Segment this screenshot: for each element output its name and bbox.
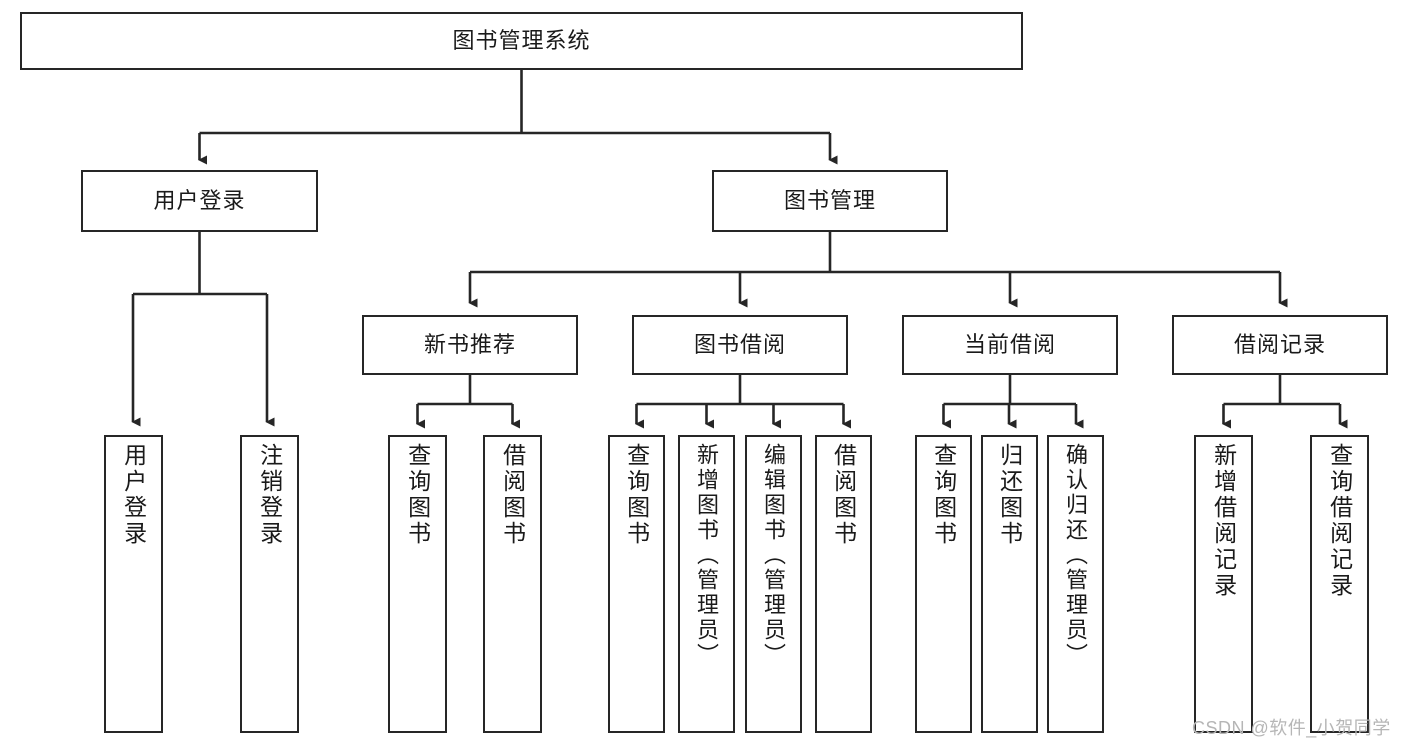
leaf-borrow-query-book[interactable]: 查询图书 bbox=[608, 435, 665, 733]
node-label: 注销登录 bbox=[256, 443, 283, 547]
node-label: 查询图书 bbox=[930, 443, 957, 547]
node-label: 当前借阅 bbox=[963, 332, 1056, 358]
leaf-record-add-record[interactable]: 新增借阅记录 bbox=[1194, 435, 1253, 733]
node-book-borrow[interactable]: 图书借阅 bbox=[632, 315, 848, 375]
node-label: 借阅图书 bbox=[499, 443, 526, 547]
node-label: 新增图书（管理员） bbox=[694, 443, 720, 668]
leaf-current-query-book[interactable]: 查询图书 bbox=[915, 435, 972, 733]
leaf-current-return-book[interactable]: 归还图书 bbox=[981, 435, 1038, 733]
node-label: 确认归还（管理员） bbox=[1063, 443, 1089, 668]
node-label: 借阅记录 bbox=[1233, 332, 1326, 358]
leaf-current-confirm-return-admin[interactable]: 确认归还（管理员） bbox=[1047, 435, 1104, 733]
node-label: 归还图书 bbox=[996, 443, 1023, 547]
node-user-login[interactable]: 用户登录 bbox=[81, 170, 318, 232]
leaf-borrow-borrow-book[interactable]: 借阅图书 bbox=[815, 435, 872, 733]
node-label: 图书管理系统 bbox=[452, 28, 591, 54]
node-label: 查询借阅记录 bbox=[1326, 443, 1353, 599]
leaf-borrow-add-book-admin[interactable]: 新增图书（管理员） bbox=[678, 435, 735, 733]
node-root-system[interactable]: 图书管理系统 bbox=[20, 12, 1023, 70]
node-label: 用户登录 bbox=[120, 443, 147, 547]
node-label: 图书借阅 bbox=[693, 332, 786, 358]
node-label: 查询图书 bbox=[404, 443, 431, 547]
leaf-recommend-query-book[interactable]: 查询图书 bbox=[388, 435, 447, 733]
leaf-record-query-record[interactable]: 查询借阅记录 bbox=[1310, 435, 1369, 733]
node-label: 新增借阅记录 bbox=[1210, 443, 1237, 599]
node-label: 查询图书 bbox=[623, 443, 650, 547]
node-current-borrow[interactable]: 当前借阅 bbox=[902, 315, 1118, 375]
node-new-book-recommend[interactable]: 新书推荐 bbox=[362, 315, 578, 375]
node-label: 图书管理 bbox=[783, 188, 876, 214]
node-book-management[interactable]: 图书管理 bbox=[712, 170, 948, 232]
node-label: 借阅图书 bbox=[830, 443, 857, 547]
leaf-recommend-borrow-book[interactable]: 借阅图书 bbox=[483, 435, 542, 733]
node-label: 编辑图书（管理员） bbox=[761, 443, 787, 668]
node-label: 用户登录 bbox=[153, 188, 246, 214]
leaf-user-login-login[interactable]: 用户登录 bbox=[104, 435, 163, 733]
leaf-borrow-edit-book-admin[interactable]: 编辑图书（管理员） bbox=[745, 435, 802, 733]
node-label: 新书推荐 bbox=[423, 332, 516, 358]
node-borrow-record[interactable]: 借阅记录 bbox=[1172, 315, 1388, 375]
leaf-user-login-logout[interactable]: 注销登录 bbox=[240, 435, 299, 733]
